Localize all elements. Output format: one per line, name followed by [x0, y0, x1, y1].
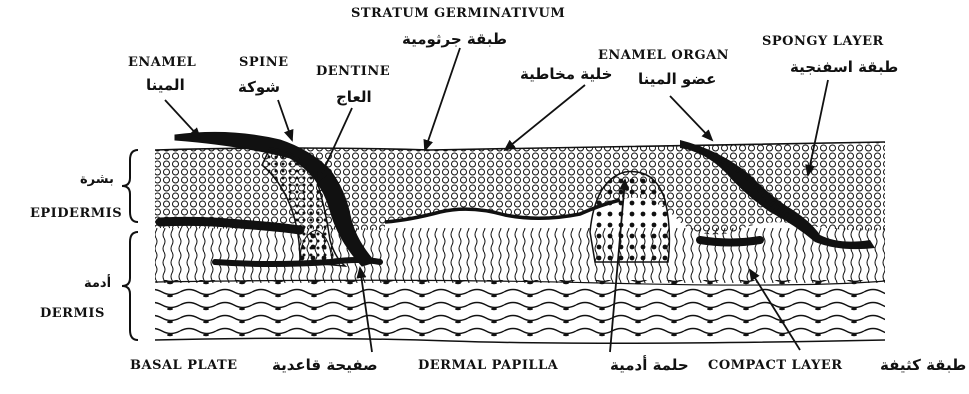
label-spongy-layer: SPONGY LAYER [762, 34, 884, 49]
label-spine: SPINE [239, 55, 289, 70]
label-compact-layer: COMPACT LAYER [708, 358, 843, 373]
label-dentine: DENTINE [316, 64, 390, 79]
spongy-layer-fibres [155, 228, 885, 283]
label-enamel: ENAMEL [128, 55, 196, 70]
label-stratum-germinativum: STRATUM GERMINATIVUM [351, 6, 565, 21]
label-enamel-organ-ar: عضو المينا [638, 70, 716, 88]
dermis-brace [122, 232, 138, 340]
label-basal-plate: BASAL PLATE [130, 358, 238, 373]
arrow-enamel-organ [670, 96, 712, 140]
label-dermis: DERMIS [40, 306, 105, 321]
label-epidermis: EPIDERMIS [30, 206, 122, 221]
label-compact-layer-ar: طبقة كثيفة [880, 356, 966, 374]
arrow-mucous-cell [505, 85, 585, 150]
label-dermis-ar: أدمة [84, 276, 111, 291]
arrow-enamel [165, 100, 200, 138]
label-enamel-ar: المينا [146, 76, 185, 94]
developing-scale-base [700, 240, 760, 243]
arrow-spine [278, 100, 292, 140]
label-spongy-layer-ar: طبقة اسفنجية [790, 58, 898, 76]
label-dermal-papilla-ar: حلمة أدمية [610, 356, 689, 374]
label-stratum-germinativum-ar: طبقة جرثومية [402, 30, 507, 48]
label-dentine-ar: العاج [336, 88, 372, 106]
label-dermal-papilla: DERMAL PAPILLA [418, 358, 558, 373]
arrow-stratum-germinativum [425, 48, 460, 150]
label-basal-plate-ar: صفيحة قاعدية [272, 356, 378, 374]
label-epidermis-ar: بشرة [80, 172, 114, 187]
epidermis-cell-layer [155, 142, 885, 234]
label-spine-ar: شوكة [238, 78, 280, 96]
label-enamel-organ: ENAMEL ORGAN [598, 48, 729, 63]
epidermis-brace [122, 150, 138, 222]
label-mucous-cell-ar: خلية مخاطية [520, 65, 612, 83]
